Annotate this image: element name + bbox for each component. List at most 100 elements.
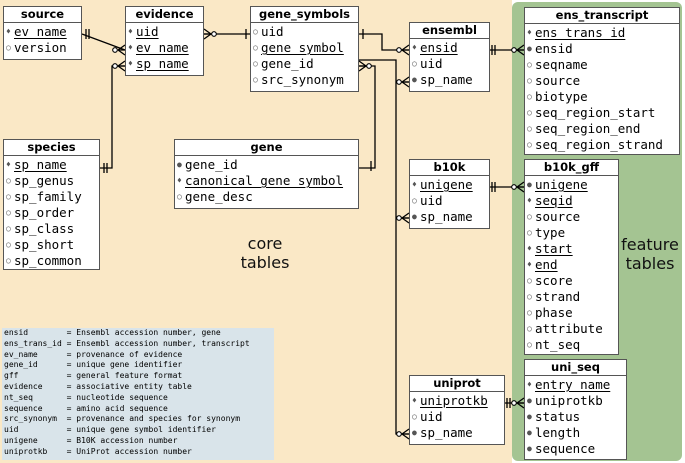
optional-marker-icon [527, 105, 532, 121]
column-row: attribute [525, 321, 618, 337]
optional-marker-icon [527, 337, 532, 353]
column-name: gene_id [261, 56, 314, 71]
glossary-description: = provenance and species for synonym [66, 414, 241, 424]
optional-marker-icon [527, 73, 532, 89]
column-name: phase [535, 305, 573, 320]
column-row: sp_short [4, 237, 99, 253]
table-title: b10k_gff [525, 160, 618, 176]
fk-marker-icon [527, 409, 532, 425]
optional-marker-icon [527, 209, 532, 225]
column-row: canonical_gene_symbol [175, 173, 358, 189]
link-ensembl-sp-many-circle [396, 79, 402, 85]
table-ens-transcript: ens_transcriptens_trans_idensidseqnameso… [524, 7, 680, 155]
optional-marker-icon [412, 56, 417, 72]
column-name: unigene [420, 177, 473, 192]
table-title: gene [175, 140, 358, 156]
glossary-row: ensid = Ensembl accession number, gene [4, 328, 272, 339]
column-name: strand [535, 289, 581, 304]
column-name: type [535, 225, 566, 240]
column-row: gene_symbol [251, 40, 358, 56]
key-marker-icon [527, 377, 532, 393]
table-title: ensembl [410, 23, 489, 39]
column-name: uid [420, 56, 443, 71]
column-row: type [525, 225, 618, 241]
column-name: uid [420, 193, 443, 208]
column-row: sp_name [410, 425, 504, 441]
column-row: seq_region_start [525, 105, 679, 121]
table-species: speciessp_namesp_genussp_familysp_orders… [3, 139, 100, 270]
glossary-term: nt_seq [4, 392, 67, 402]
column-row: sp_class [4, 221, 99, 237]
column-name: uid [420, 409, 443, 424]
column-name: ensid [535, 41, 573, 56]
optional-marker-icon [253, 56, 258, 72]
glossary-description: = UniProt accession number [66, 446, 192, 456]
column-row: uid [410, 193, 489, 209]
glossary-term: ens_trans_id [4, 338, 67, 348]
link-uniprot-sp-many-circle [396, 431, 402, 437]
column-row: gene_id [251, 56, 358, 72]
column-row: end [525, 257, 618, 273]
table-gene: genegene_idcanonical_gene_symbolgene_des… [174, 139, 359, 209]
optional-marker-icon [253, 24, 258, 40]
column-name: sp_name [136, 56, 189, 71]
table-gene-symbols: gene_symbolsuidgene_symbolgene_idsrc_syn… [250, 6, 359, 92]
table-b10k: b10kunigeneuidsp_name [409, 159, 490, 229]
key-marker-icon [527, 241, 532, 257]
core-tables-label: core tables [240, 234, 290, 272]
glossary-term: src_synonym [4, 414, 67, 424]
column-name: gene_id [185, 157, 238, 172]
glossary-description: = B10K accession number [66, 435, 178, 445]
link-evidence-many-2-circle [112, 63, 118, 69]
glossary-term: sequence [4, 403, 67, 413]
column-row: seqname [525, 57, 679, 73]
optional-marker-icon [6, 189, 11, 205]
key-marker-icon [177, 173, 182, 189]
column-name: gene_desc [185, 189, 253, 204]
link-gene-symbols-ensembl [359, 33, 409, 51]
glossary-term: gff [4, 371, 67, 381]
table-title: uniprot [410, 376, 504, 392]
column-name: attribute [535, 321, 603, 336]
link-ensembl-sp-many [401, 76, 410, 88]
link-species-evidence [100, 65, 125, 169]
key-marker-icon [412, 393, 417, 409]
column-row: biotype [525, 89, 679, 105]
optional-marker-icon [527, 121, 532, 137]
column-row: ens_trans_id [525, 25, 679, 41]
link-gs-many-circle [366, 63, 372, 69]
column-row: sp_name [410, 209, 489, 225]
link-evidence-uid-many-circle [211, 31, 217, 37]
fk-marker-icon [412, 209, 417, 225]
fk-marker-icon [412, 72, 417, 88]
key-marker-icon [527, 257, 532, 273]
column-row: src_synonym [251, 72, 358, 88]
glossary-term: ensid [4, 328, 67, 337]
table-title: ens_transcript [525, 8, 679, 24]
column-name: canonical_gene_symbol [185, 173, 344, 188]
column-row: entry_name [525, 377, 626, 393]
column-row: gene_desc [175, 189, 358, 205]
column-row: score [525, 273, 618, 289]
link-species-one [103, 163, 108, 173]
column-row: uid [126, 24, 203, 40]
column-row: sp_order [4, 205, 99, 221]
column-row: uid [251, 24, 358, 40]
column-row: sp_name [4, 157, 99, 173]
column-name: ens_trans_id [535, 25, 626, 40]
fk-marker-icon [412, 425, 417, 441]
column-row: seq_region_strand [525, 137, 679, 153]
glossary-description: = unique gene identifier [66, 360, 183, 370]
column-row: uniprotkb [525, 393, 626, 409]
optional-marker-icon [527, 137, 532, 153]
key-marker-icon [128, 24, 133, 40]
optional-marker-icon [253, 72, 258, 88]
column-row: seq_region_end [525, 121, 679, 137]
link-gs-many [358, 60, 367, 72]
link-source-one [85, 29, 90, 39]
link-uniseq-many [516, 397, 525, 409]
key-marker-icon [128, 56, 133, 72]
glossary-term: uid [4, 425, 67, 435]
link-b10k-sp-many-circle [396, 215, 402, 221]
column-name: uniprotkb [535, 393, 603, 408]
